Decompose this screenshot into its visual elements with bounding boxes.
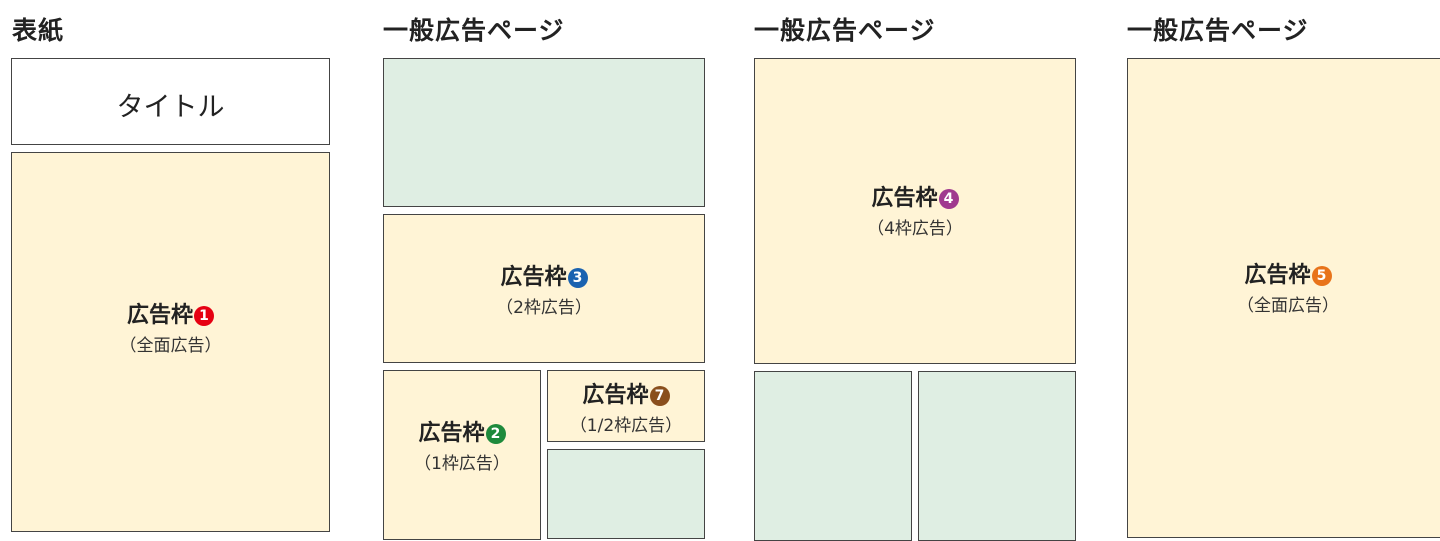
number-5-badge: 5 [1311, 266, 1332, 286]
cover-heading: 表紙 [12, 16, 65, 45]
ad-slot-1-subtitle: （全面広告） [119, 336, 222, 356]
number-2-badge: 2 [485, 424, 506, 444]
empty-slot-left [754, 371, 912, 541]
empty-slot-top [383, 58, 705, 207]
general-ad-page-heading-2: 一般広告ページ [754, 16, 936, 45]
general-ad-page-heading-3: 一般広告ページ [1127, 16, 1309, 45]
number-3-badge: 3 [567, 268, 588, 288]
cover-title-box: タイトル [11, 58, 330, 145]
ad-slot-2-subtitle: （1枠広告） [414, 454, 510, 474]
ad-slot-7-subtitle: （1/2枠広告） [569, 416, 683, 436]
general-ad-page-heading-1: 一般広告ページ [383, 16, 565, 45]
ad-slot-3-subtitle: （2枠広告） [496, 298, 592, 318]
empty-slot-right [918, 371, 1076, 541]
number-1-badge: 1 [194, 306, 214, 326]
number-4-badge: 4 [938, 189, 959, 209]
number-7-badge: 7 [649, 386, 670, 406]
ad-slot-5-subtitle: （全面広告） [1237, 296, 1339, 316]
cover-title-text: タイトル [116, 92, 225, 123]
empty-slot-half [547, 449, 705, 539]
ad-slot-4-subtitle: （4枠広告） [867, 219, 963, 239]
